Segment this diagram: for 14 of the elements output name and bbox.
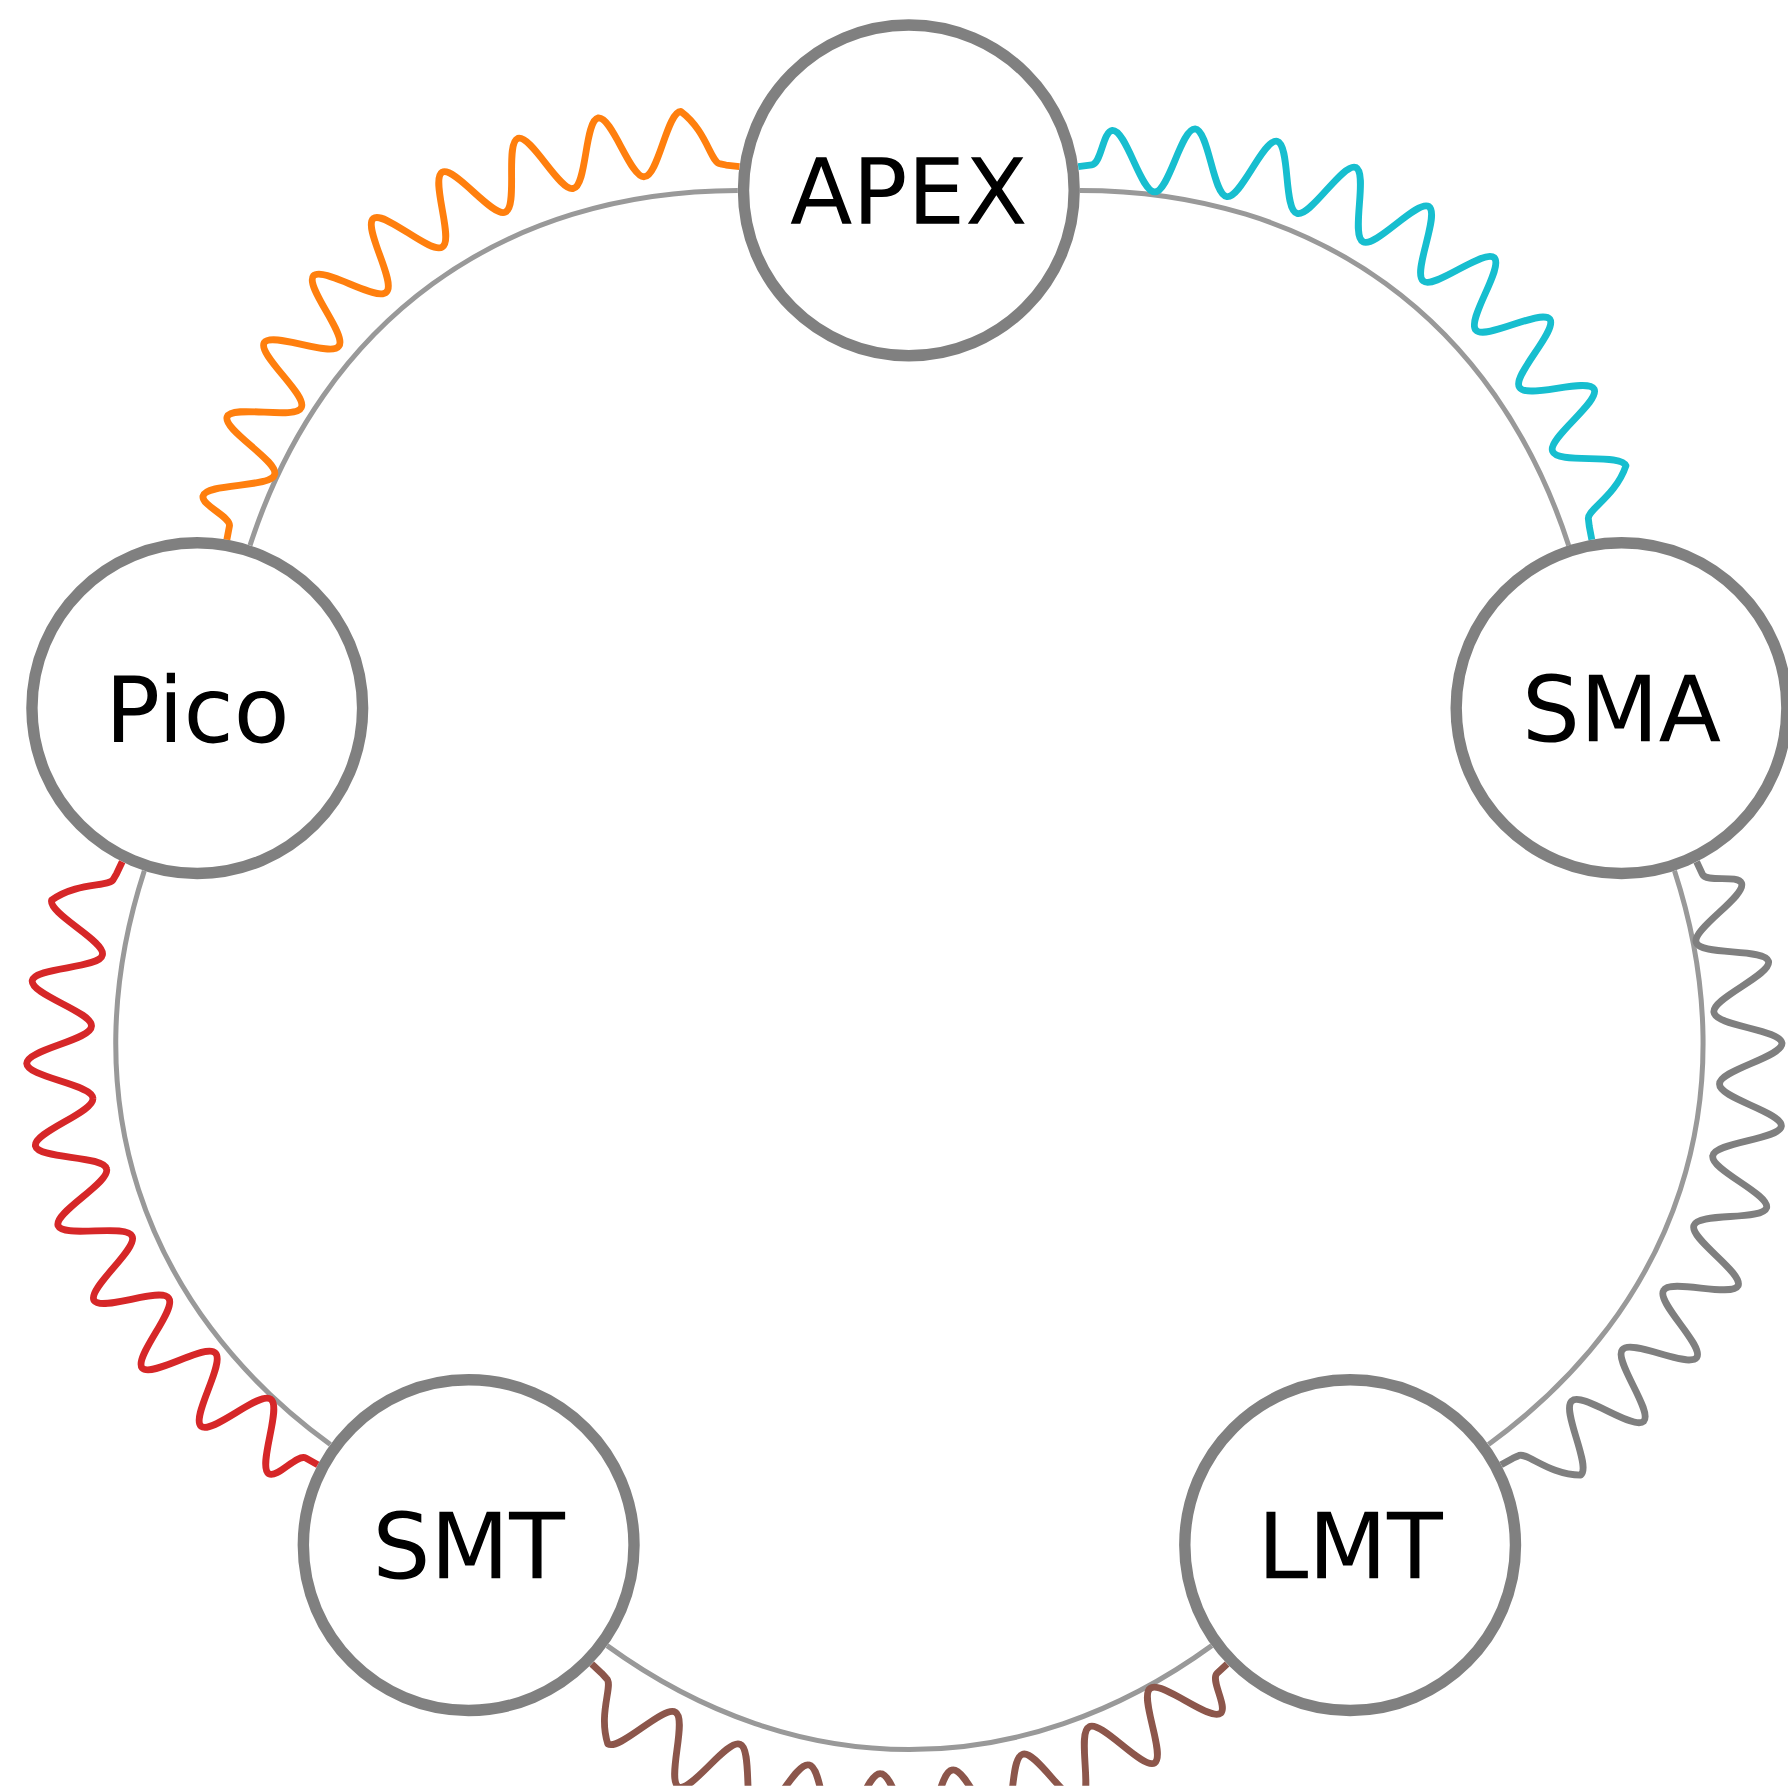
circle-node: Pico [26,537,369,880]
circle-node: SMT [297,1374,640,1717]
connector-line [605,1643,1214,1753]
wavy-line [199,108,740,541]
connector-line [113,870,332,1447]
connector-line [247,188,738,547]
circle-node: APEX [737,19,1080,362]
wavy-line [23,860,320,1478]
connector-line [1079,188,1571,547]
wavy-line [589,1661,1230,1786]
wavy-line [1077,125,1630,541]
wavy-line [1499,860,1786,1479]
circle-node: LMT [1179,1374,1522,1717]
connector-line [1486,870,1706,1447]
